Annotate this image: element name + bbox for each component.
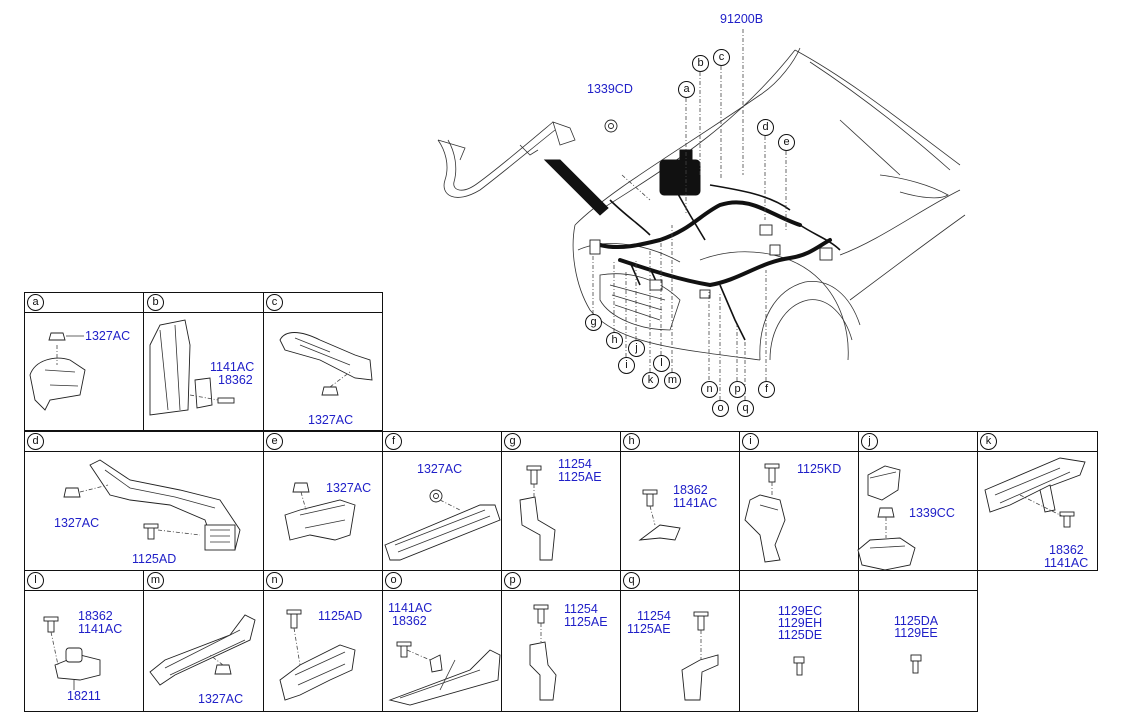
cell-n-part-1[interactable]: 1125AD	[318, 609, 363, 623]
callout-i[interactable]: i	[618, 357, 635, 374]
cell-m-drawing	[149, 614, 256, 686]
cell-d-label: d	[27, 433, 44, 450]
cell-h-part-2[interactable]: 1141AC	[673, 496, 718, 510]
cell-j-drawing	[857, 465, 916, 571]
cell-r-drawing	[793, 656, 805, 676]
cell-b-label: b	[147, 294, 164, 311]
cell-k-part-2[interactable]: 1141AC	[1044, 556, 1089, 570]
assembly-number-label: 91200B	[720, 12, 764, 26]
cell-s-part-1[interactable]: 1125DA	[893, 614, 939, 628]
callout-c[interactable]: c	[713, 49, 730, 66]
cell-i-label: i	[742, 433, 759, 450]
cell-r-part-3[interactable]: 1125DE	[777, 628, 823, 642]
cell-b-part-1[interactable]: 1141AC	[210, 360, 255, 374]
cell-g-part-1[interactable]: 11254	[558, 457, 592, 471]
cell-d-part-1[interactable]: 1327AC	[54, 516, 100, 530]
cell-h-part-1[interactable]: 18362	[673, 483, 708, 497]
cell-a-label: a	[27, 294, 44, 311]
cell-p-label: p	[504, 572, 521, 589]
cell-b-drawing	[149, 319, 235, 416]
cell-a-drawing	[29, 332, 86, 411]
cell-j-label: j	[861, 433, 878, 450]
cell-l-part-2[interactable]: 1141AC	[78, 622, 123, 636]
cell-f-drawing	[384, 489, 501, 561]
cell-m-part-1[interactable]: 1327AC	[198, 692, 244, 706]
cell-d-part-2[interactable]: 1125AD	[132, 552, 177, 566]
cell-p-drawing	[529, 604, 557, 701]
cell-c-part-1[interactable]: 1327AC	[308, 413, 354, 427]
cell-p-part-1[interactable]: 11254	[564, 602, 598, 616]
cell-n-drawing	[279, 609, 356, 701]
cell-g-drawing	[519, 465, 556, 561]
callout-f[interactable]: f	[758, 381, 775, 398]
cell-o-part-1[interactable]: 1141AC	[388, 601, 433, 615]
cell-c-label: c	[266, 294, 283, 311]
cell-h-drawing	[638, 489, 681, 541]
cell-q-part-1[interactable]: 11254	[637, 609, 671, 623]
cell-m-label: m	[147, 572, 164, 589]
part-number-label: 1339CD	[587, 82, 633, 96]
cell-q-part-2[interactable]: 1125AE	[627, 622, 671, 636]
callout-b[interactable]: b	[692, 55, 709, 72]
cell-i-part-1[interactable]: 1125KD	[797, 462, 842, 476]
callout-n[interactable]: n	[701, 381, 718, 398]
callout-j[interactable]: j	[628, 340, 645, 357]
cell-l-label: l	[27, 572, 44, 589]
callout-m[interactable]: m	[664, 372, 681, 389]
callout-q[interactable]: q	[737, 400, 754, 417]
cell-k-drawing	[984, 457, 1086, 528]
cell-o-label: o	[385, 572, 402, 589]
cell-r-part-1[interactable]: 1129EC	[777, 604, 823, 618]
cell-f-label: f	[385, 433, 402, 450]
cell-f-part-1[interactable]: 1327AC	[417, 462, 463, 476]
cell-l-part-3[interactable]: 18211	[67, 689, 101, 703]
callout-a[interactable]: a	[678, 81, 695, 98]
cell-o-drawing	[388, 641, 501, 706]
cell-a-part-1[interactable]: 1327AC	[85, 329, 131, 343]
car-outline	[572, 47, 966, 361]
cell-e-label: e	[266, 433, 283, 450]
cell-g-part-2[interactable]: 1125AE	[558, 470, 602, 484]
cell-d-drawing	[63, 459, 241, 551]
callout-g[interactable]: g	[585, 314, 602, 331]
cell-i-drawing	[744, 463, 786, 563]
cell-q-label: q	[623, 572, 640, 589]
callout-k[interactable]: k	[642, 372, 659, 389]
callout-l[interactable]: l	[653, 355, 670, 372]
cell-l-part-1[interactable]: 18362	[78, 609, 113, 623]
callout-d[interactable]: d	[757, 119, 774, 136]
cell-r-part-2[interactable]: 1129EH	[777, 616, 823, 630]
callout-h[interactable]: h	[606, 332, 623, 349]
cell-c-drawing	[279, 332, 373, 396]
cell-p-part-2[interactable]: 1125AE	[564, 615, 608, 629]
wiring-harness	[543, 149, 841, 341]
cell-s-part-2[interactable]: 1129EE	[894, 626, 938, 640]
cell-n-label: n	[266, 572, 283, 589]
callout-e[interactable]: e	[778, 134, 795, 151]
battery-cable	[437, 119, 618, 198]
cell-q-drawing	[681, 611, 719, 701]
cell-h-label: h	[623, 433, 640, 450]
cell-e-part-1[interactable]: 1327AC	[326, 481, 372, 495]
cell-k-label: k	[980, 433, 997, 450]
cell-g-label: g	[504, 433, 521, 450]
callout-p[interactable]: p	[729, 381, 746, 398]
cell-o-part-2[interactable]: 18362	[392, 614, 427, 628]
cell-b-part-2[interactable]: 18362	[218, 373, 253, 387]
cell-l-drawing	[43, 616, 101, 690]
cell-k-part-1[interactable]: 18362	[1049, 543, 1084, 557]
leader-lines	[592, 29, 787, 400]
cell-s-drawing	[910, 654, 922, 674]
cell-j-part-1[interactable]: 1339CC	[909, 506, 955, 520]
callout-o[interactable]: o	[712, 400, 729, 417]
cell-e-drawing	[284, 482, 356, 541]
